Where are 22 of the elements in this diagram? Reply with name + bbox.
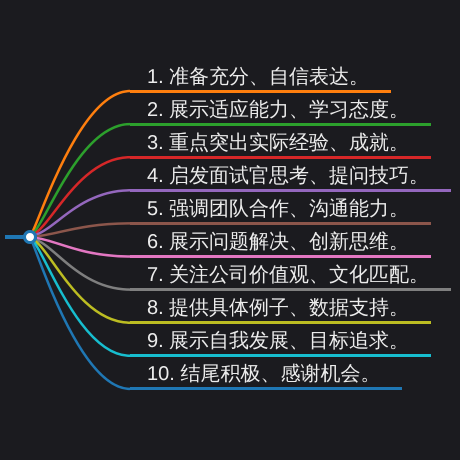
branch-connector [36, 222, 130, 238]
branch-connector [34, 122, 130, 232]
topic-text: 3. 重点突出实际经验、成就。 [147, 130, 410, 156]
branch-connector [36, 236, 130, 258]
topic-text: 8. 提供具体例子、数据支持。 [147, 296, 410, 322]
underlined-topic [130, 228, 432, 258]
branch-connector [32, 242, 130, 390]
topic-text: 5. 强调团队合作、沟通能力。 [147, 196, 410, 222]
topic-text: 6. 展示问题解决、创新思维。 [147, 230, 410, 255]
branch-connector [36, 189, 130, 236]
topic-text: 4. 启发面试官思考、提问技巧。 [147, 164, 430, 189]
branch-connector [32, 90, 130, 232]
topic-text: 2. 展示适应能力、学习态度。 [147, 98, 410, 123]
topic-text: 1. 准备充分、自信表达。 [147, 64, 370, 90]
topic-text: 10. 结尾积极、感谢机会。 [147, 362, 380, 388]
underlined-topic [130, 261, 452, 292]
branch-connector [33, 242, 130, 358]
topic-text: 7. 关注公司价值观、文化匹配。 [147, 263, 430, 288]
branch-connector [36, 238, 130, 291]
branch-connector [34, 240, 130, 324]
topic-text: 9. 展示自我发展、目标追求。 [147, 329, 410, 354]
branch-connector [34, 156, 130, 234]
